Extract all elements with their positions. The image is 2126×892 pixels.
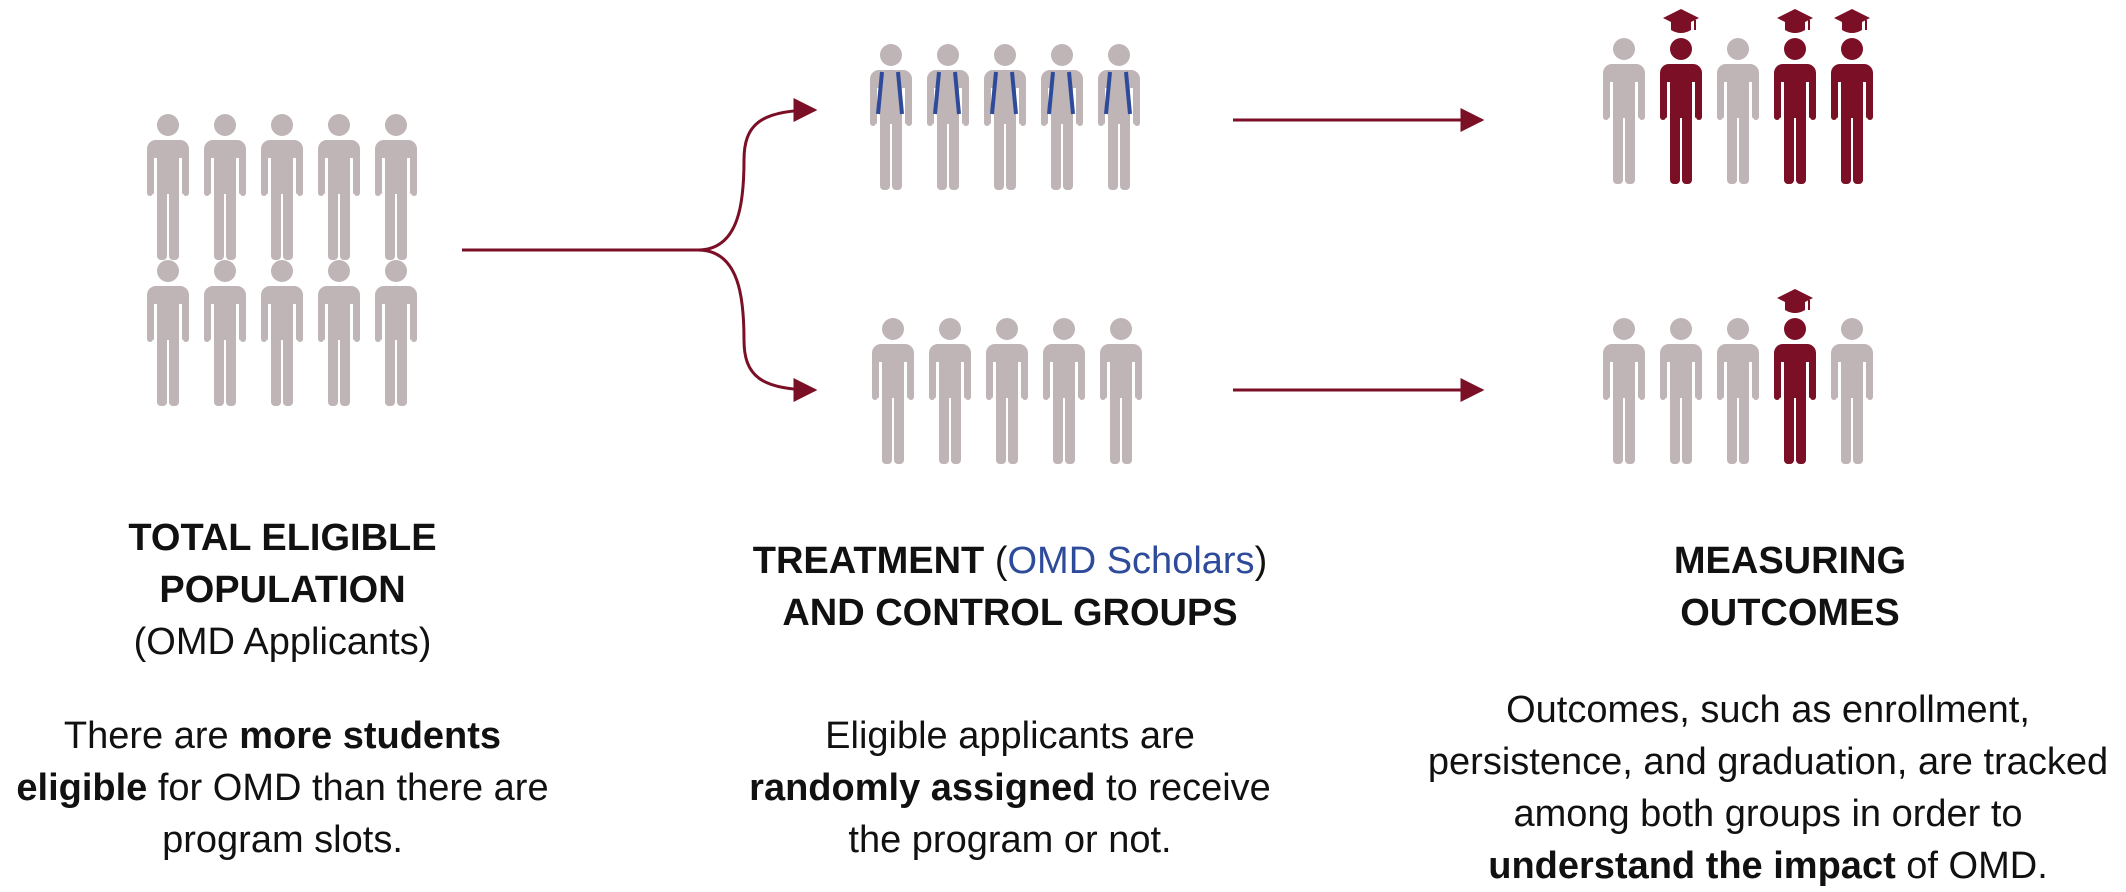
population-heading-line1: TOTAL ELIGIBLE [128, 517, 437, 559]
outcomes-heading: MEASURING OUTCOMES [1530, 535, 2050, 639]
split-arrow-icon-upper [697, 98, 818, 252]
person-icon [1603, 318, 1645, 464]
person-icon [1717, 38, 1759, 184]
population-desc-part2: for OMD than there are program slots. [147, 767, 549, 861]
person-icon [318, 114, 360, 260]
population-heading: TOTAL ELIGIBLE POPULATION (OMD Applicant… [0, 512, 565, 668]
groups-desc-part2: to receive the program or not. [848, 767, 1271, 861]
person-icon [1774, 9, 1816, 184]
control-group [872, 318, 1142, 464]
groups-heading-line1: TREATMENT (OMD Scholars) [690, 535, 1330, 587]
person-icon [1043, 318, 1085, 464]
person-icon [147, 260, 189, 406]
total-population-group [147, 114, 417, 406]
paren-close: ) [1254, 540, 1268, 582]
person-icon [1660, 9, 1702, 184]
person-icon [318, 260, 360, 406]
population-subheading: (OMD Applicants) [133, 621, 432, 663]
backpack-strap-icon [933, 71, 961, 115]
groups-heading-line2: AND CONTROL GROUPS [782, 592, 1238, 634]
person-icon [872, 318, 914, 464]
person-icon [927, 44, 969, 190]
person-icon [1831, 9, 1873, 184]
person-icon [1603, 38, 1645, 184]
groups-desc-part1: Eligible applicants are [825, 715, 1195, 757]
person-icon [929, 318, 971, 464]
outcomes-description: Outcomes, such as enrollment, persistenc… [1418, 684, 2118, 892]
population-desc-bold: more students eligible [16, 715, 502, 809]
population-heading-line2: POPULATION [159, 569, 406, 611]
graduation-cap-icon [1777, 9, 1813, 33]
backpack-strap-icon [1104, 71, 1132, 115]
person-icon [261, 114, 303, 260]
person-icon [204, 260, 246, 406]
person-icon [1774, 289, 1816, 464]
person-icon [375, 260, 417, 406]
person-icon [375, 114, 417, 260]
graduation-cap-icon [1663, 9, 1699, 33]
omd-scholars-label: OMD Scholars [1007, 540, 1255, 582]
outcomes-heading-line1: MEASURING [1673, 540, 1907, 582]
person-icon [1717, 318, 1759, 464]
treatment-outcome-group [1603, 9, 1873, 184]
treatment-group [870, 44, 1140, 190]
paren-open: ( [984, 540, 1008, 582]
outcomes-desc-bold: understand the impact [1488, 845, 1896, 887]
backpack-strap-icon [1047, 71, 1075, 115]
person-icon [204, 114, 246, 260]
person-icon [1831, 318, 1873, 464]
groups-desc-bold: randomly assigned [749, 767, 1096, 809]
person-icon [1098, 44, 1140, 190]
person-icon [1100, 318, 1142, 464]
treatment-word: TREATMENT [752, 540, 985, 582]
person-icon [986, 318, 1028, 464]
outcomes-heading-line2: OUTCOMES [1680, 592, 1900, 634]
graduation-cap-icon [1777, 289, 1813, 313]
outcomes-desc-part2: of OMD. [1895, 845, 2048, 887]
population-description: There are more students eligible for OMD… [10, 710, 555, 866]
control-outcome-group [1603, 289, 1873, 464]
groups-heading: TREATMENT (OMD Scholars) AND CONTROL GRO… [690, 535, 1330, 639]
backpack-strap-icon [990, 71, 1018, 115]
backpack-strap-icon [876, 71, 904, 115]
person-icon [984, 44, 1026, 190]
groups-description: Eligible applicants are randomly assigne… [740, 710, 1280, 866]
split-arrow-icon-lower [697, 248, 818, 402]
person-icon [261, 260, 303, 406]
graduation-cap-icon [1834, 9, 1870, 33]
person-icon [870, 44, 912, 190]
population-desc-part1: There are [63, 715, 240, 757]
outcomes-desc-part1: Outcomes, such as enrollment, persistenc… [1427, 689, 2109, 835]
person-icon [1041, 44, 1083, 190]
person-icon [1660, 318, 1702, 464]
person-icon [147, 114, 189, 260]
